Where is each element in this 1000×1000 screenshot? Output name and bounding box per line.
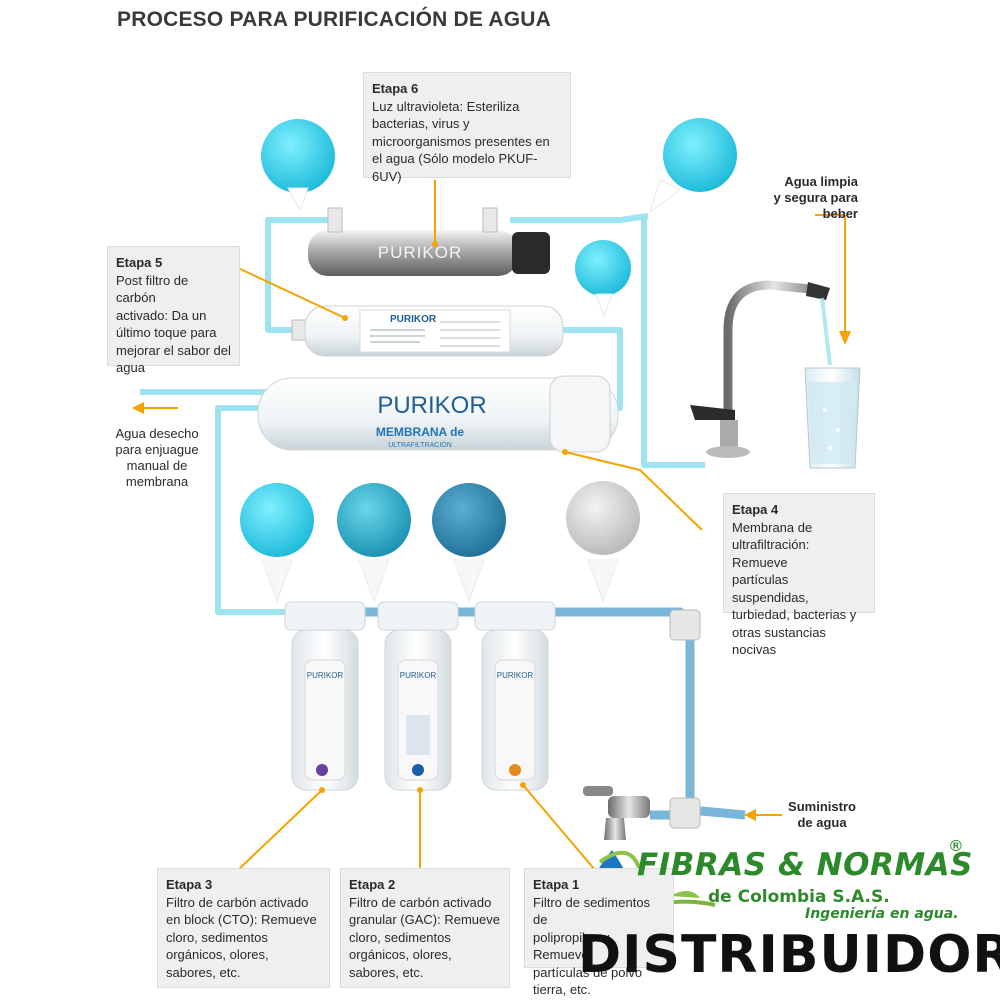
stage5-line: agua bbox=[116, 360, 145, 375]
stage6-line: microorganismos presentes en bbox=[372, 133, 550, 149]
water-quality-bubble-stage2 bbox=[337, 483, 411, 604]
membrane-label: MEMBRANA de bbox=[376, 425, 465, 439]
clean-water-label: Agua limpia y segura para beber bbox=[768, 174, 858, 222]
post-filter-brand: PURIKOR bbox=[390, 314, 437, 325]
logo-tagline: Ingeniería en agua. bbox=[805, 906, 959, 922]
logo-company: de Colombia S.A.S. bbox=[708, 887, 890, 907]
stage2-heading: Etapa 2 bbox=[349, 877, 396, 892]
stage1-callout: Etapa 1 Filtro de sedimentos de poliprop… bbox=[524, 868, 674, 997]
distributor-banner: DISTRIBUIDOR bbox=[578, 925, 1000, 985]
pipe-elbow bbox=[669, 609, 701, 641]
uf-membrane: PURIKOR MEMBRANA de ULTRAFILTRACIÓN bbox=[257, 375, 619, 453]
orange-connectors bbox=[140, 180, 846, 871]
stage4-line: Membrana de bbox=[732, 519, 813, 535]
water-quality-bubble-postfilter bbox=[575, 240, 631, 318]
stage1-line: polipropileno: Remueve bbox=[533, 929, 611, 963]
filter-housing-stage1: PURIKOR bbox=[474, 601, 556, 791]
water-quality-bubble-uv bbox=[261, 119, 335, 212]
drinking-faucet bbox=[690, 280, 832, 458]
page-title: PROCESO PARA PURIFICACIÓN DE AGUA bbox=[117, 8, 552, 31]
housing3-brand: PURIKOR bbox=[307, 671, 344, 680]
stage1-line: partículas de polvo bbox=[533, 964, 643, 980]
stage3-heading: Etapa 3 bbox=[166, 877, 213, 892]
stage5-line: mejorar el sabor del bbox=[116, 342, 231, 358]
stage3-line: cloro, sedimentos bbox=[166, 929, 268, 945]
logo-registered-mark: ® bbox=[950, 838, 962, 855]
stage5-callout: Etapa 5 Post filtro de carbón activado: … bbox=[107, 246, 240, 375]
water-supply-line: de agua bbox=[797, 815, 847, 830]
uv-brand-text: PURIKOR bbox=[378, 243, 462, 262]
stage4-line: turbiedad, bacterias y bbox=[732, 607, 857, 622]
stage3-line: en block (CTO): Remueve bbox=[166, 912, 317, 927]
membrane-brand: PURIKOR bbox=[377, 392, 486, 419]
stage5-line: Post filtro de carbón bbox=[116, 272, 189, 306]
water-glass bbox=[804, 367, 861, 469]
stage3-line: Filtro de carbón activado bbox=[166, 894, 309, 910]
clean-water-line: beber bbox=[822, 206, 858, 221]
stage1-line: Filtro de sedimentos de bbox=[533, 894, 651, 928]
uv-lamp: PURIKOR bbox=[308, 207, 550, 276]
membrane-sublabel: ULTRAFILTRACIÓN bbox=[388, 440, 452, 449]
stage4-callout: Etapa 4 Membrana de ultrafiltración: Rem… bbox=[723, 493, 875, 657]
stage3-line: orgánicos, olores, bbox=[166, 947, 269, 962]
waste-water-label: Agua desecho para enjuague manual de mem… bbox=[112, 426, 202, 490]
water-quality-bubble-stage3 bbox=[240, 483, 314, 604]
stage4-line: partículas suspendidas, bbox=[732, 572, 809, 605]
housing1-brand: PURIKOR bbox=[497, 671, 534, 680]
waste-water-line: Agua desecho bbox=[115, 426, 199, 441]
waste-water-line: manual de bbox=[126, 458, 188, 473]
logo-name: FIBRAS & NORMAS bbox=[637, 847, 973, 883]
stage2-line: cloro, sedimentos bbox=[349, 929, 451, 945]
water-quality-bubble-output bbox=[649, 118, 737, 214]
water-quality-bubble-stage1 bbox=[432, 483, 506, 604]
stage6-line: el agua (Sólo modelo PKUF-6UV) bbox=[372, 151, 538, 184]
stage4-line: otras sustancias nocivas bbox=[732, 624, 826, 658]
stage2-line: sabores, etc. bbox=[349, 964, 424, 980]
filter-housing-stage2: PURIKOR bbox=[377, 601, 459, 791]
housing2-brand: PURIKOR bbox=[400, 671, 437, 680]
stage1-line: tierra, etc. bbox=[533, 982, 591, 997]
stage6-callout: Etapa 6 Luz ultravioleta: Esteriliza bac… bbox=[363, 72, 571, 184]
clean-water-line: y segura para bbox=[773, 190, 858, 205]
stage5-heading: Etapa 5 bbox=[116, 255, 163, 270]
pipe-tee bbox=[669, 797, 701, 829]
stage2-line: orgánicos, olores, bbox=[349, 947, 452, 962]
water-supply-label: Suministro de agua bbox=[786, 799, 858, 831]
stage1-heading: Etapa 1 bbox=[533, 877, 580, 892]
stage6-heading: Etapa 6 bbox=[372, 81, 419, 96]
supply-tap bbox=[583, 786, 650, 840]
stage2-line: Filtro de carbón activado bbox=[349, 894, 492, 910]
water-quality-bubble-raw bbox=[566, 481, 640, 604]
orange-arrowheads bbox=[132, 241, 851, 821]
stage6-line: bacterias, virus y bbox=[372, 116, 470, 131]
clean-water-line: Agua limpia bbox=[784, 174, 858, 189]
stage2-callout: Etapa 2 Filtro de carbón activado granul… bbox=[340, 868, 510, 988]
stage5-line: activado: Da un bbox=[116, 307, 207, 323]
post-carbon-filter: PURIKOR bbox=[291, 305, 564, 357]
stage5-line: último toque para bbox=[116, 325, 217, 340]
stage4-line: ultrafiltración: Remueve bbox=[732, 537, 810, 570]
stage3-callout: Etapa 3 Filtro de carbón activado en blo… bbox=[157, 868, 330, 988]
stage3-line: sabores, etc. bbox=[166, 964, 241, 980]
waste-water-line: membrana bbox=[125, 474, 189, 489]
water-supply-line: Suministro bbox=[788, 799, 856, 814]
stage2-line: granular (GAC): Remueve bbox=[349, 912, 500, 927]
filter-housing-stage3: PURIKOR bbox=[284, 601, 366, 791]
stage6-line: Luz ultravioleta: Esteriliza bbox=[372, 98, 520, 114]
stage4-heading: Etapa 4 bbox=[732, 502, 779, 517]
clean-water-pipes bbox=[140, 213, 705, 615]
waste-water-line: para enjuague bbox=[115, 442, 199, 457]
